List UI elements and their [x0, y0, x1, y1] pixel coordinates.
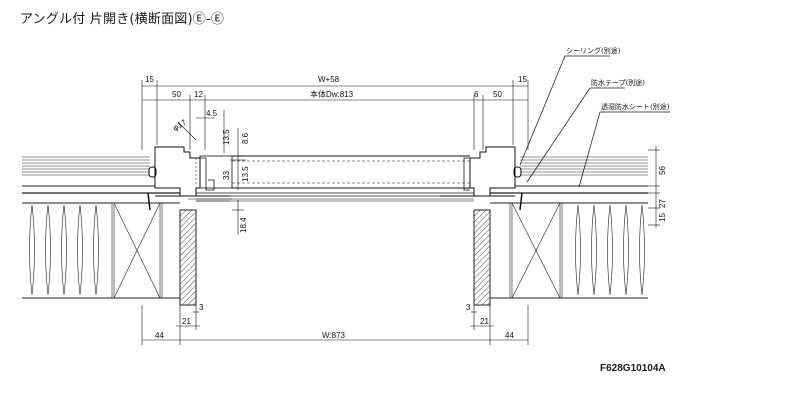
dimension-lines-top [141, 80, 529, 235]
callout-sealing: シーリング(別途) [566, 46, 621, 55]
wall-insulation-right [490, 202, 648, 299]
dim-top-right-15: 15 [518, 75, 527, 84]
dim-bottom-left-3: 3 [199, 303, 204, 312]
dim-4-5: 4.5 [206, 109, 218, 118]
threshold [196, 192, 474, 202]
siding-right [490, 156, 648, 194]
door-leaf [195, 155, 470, 189]
dim-8-6: 8.6 [241, 132, 250, 144]
dim-left-12: 12 [194, 90, 203, 99]
dimension-lines-bottom [141, 305, 529, 345]
dim-right-27: 27 [658, 199, 667, 208]
drawing-title: アングル付 片開き(横断面図)Ⓔ-Ⓔ [20, 12, 225, 27]
jamb-post-right [473, 209, 491, 306]
dim-13-5-b: 13.5 [241, 166, 250, 182]
dim-bottom-right-44: 44 [505, 331, 514, 340]
dimension-lines-right [648, 146, 660, 228]
dim-body-width: 本体Dw:813 [310, 89, 354, 99]
dim-bottom-right-3: 3 [466, 303, 471, 312]
dim-top-left-15: 15 [145, 75, 154, 84]
dim-right-50: 50 [493, 90, 502, 99]
dim-opening: W:873 [322, 331, 346, 340]
dim-right-56: 56 [658, 166, 667, 175]
dim-bottom-left-44: 44 [155, 331, 164, 340]
dim-33: 33 [222, 171, 231, 180]
wall-insulation-left [22, 202, 180, 299]
frame-left [147, 146, 232, 211]
callout-leaders [519, 55, 670, 188]
siding-left [22, 156, 180, 194]
dim-bottom-left-21: 21 [182, 317, 191, 326]
drawing-code: F628G10104A [600, 363, 666, 374]
callout-waterproof-tape: 防水テープ(別途) [591, 78, 645, 87]
dim-overall: W+58 [318, 75, 340, 84]
jamb-post-left [179, 209, 197, 306]
dim-left-50: 50 [172, 90, 181, 99]
dim-right-6: 6 [474, 90, 479, 99]
dim-13-5-a: 13.5 [222, 129, 231, 145]
dim-bottom-right-21: 21 [480, 317, 489, 326]
dim-18-4: 18.4 [239, 217, 248, 233]
dim-right-15: 15 [658, 213, 667, 222]
callout-breathable-sheet: 透湿防水シート(別途) [601, 102, 670, 111]
dim-phi17: φ17 [171, 118, 188, 133]
